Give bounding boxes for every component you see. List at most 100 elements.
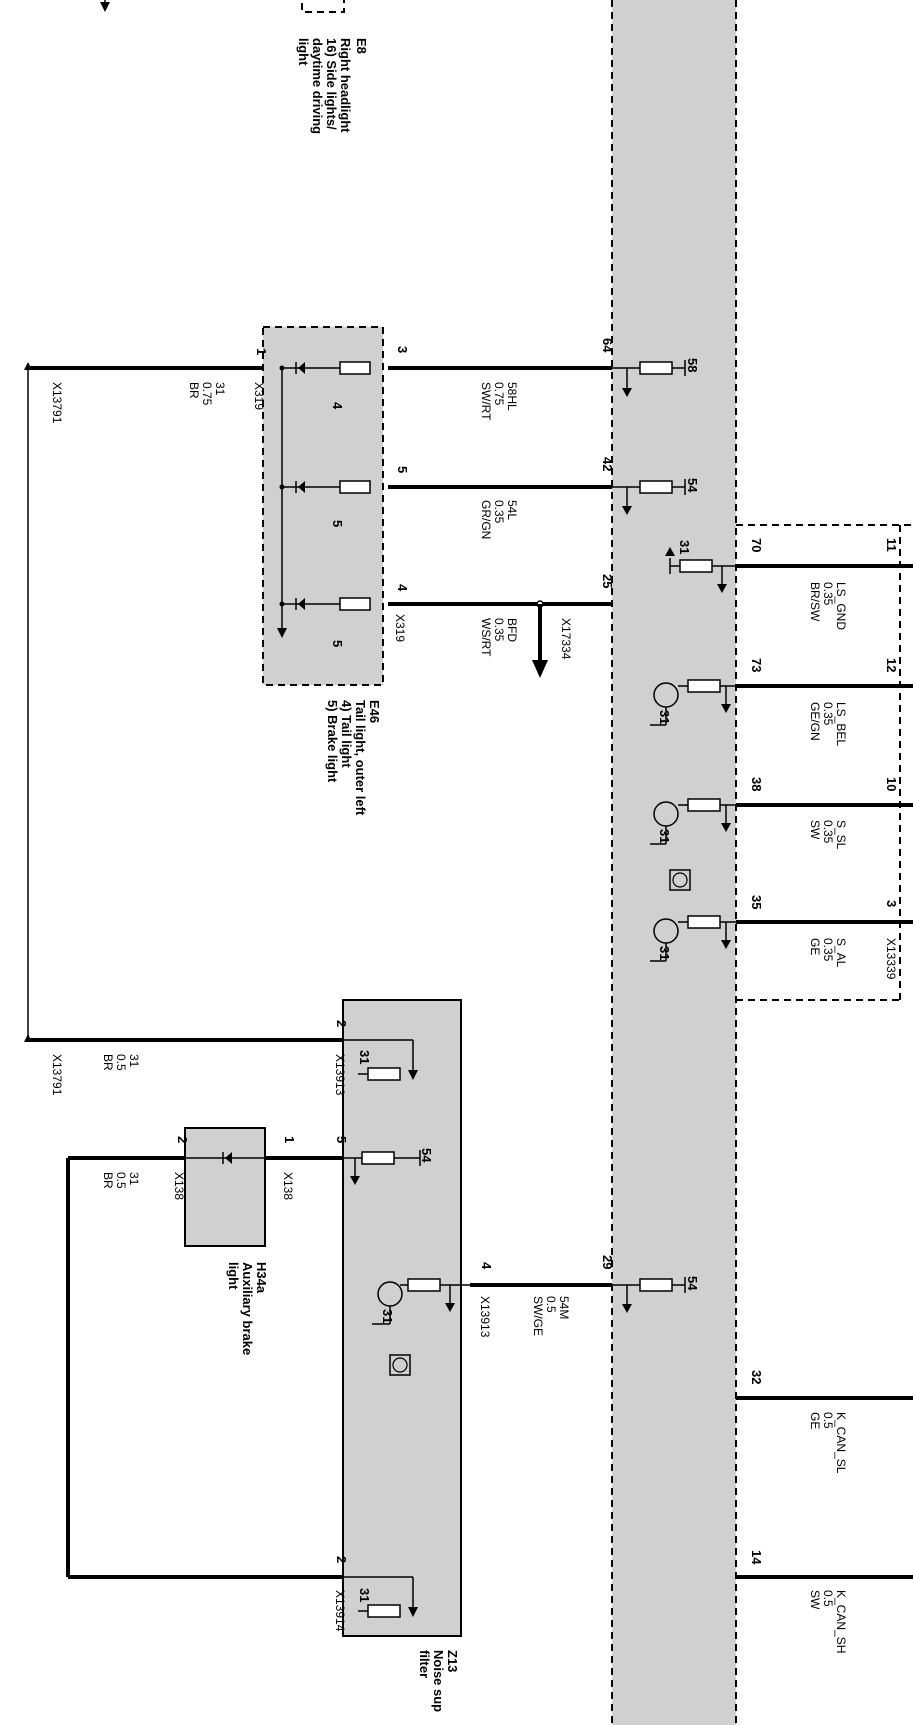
wire-31-075-size: 0.75 (200, 382, 214, 406)
pin-bus-14: 14 (749, 1550, 764, 1565)
pin-bus-42: 42 (600, 457, 615, 471)
module-e46: 4 5 5 E46 Tail light, outer left 4) Tail… (262, 326, 384, 816)
pin-bus-38: 38 (749, 777, 764, 791)
wire-kcan-sl-color: GE (808, 1412, 822, 1429)
module-h34a: H34a Auxiliary brake light (184, 1127, 269, 1355)
module-e8-desc-3: daytime driving (310, 38, 325, 134)
wire-s-al-color: GE (808, 938, 822, 955)
wire-31-05a-size: 0.5 (114, 1054, 128, 1071)
pin-x13339-3: 3 (884, 900, 899, 907)
wire-54m: 4 X13913 29 54M 0.5 SW/GE (470, 1255, 615, 1338)
wire-31-05b-size: 0.5 (114, 1172, 128, 1189)
term-31z3: 31 (357, 1588, 372, 1602)
bus-left-components: 58 54 54 (612, 358, 700, 1313)
wire-31-05a: 2 X13913 31 0.5 BR X13791 (24, 1020, 349, 1096)
pin-x13339-11: 11 (884, 538, 899, 552)
pin-bus-35: 35 (749, 895, 764, 909)
term-54a: 54 (685, 478, 700, 493)
wire-54l: 5 42 54L 0.35 GR/GN (388, 457, 615, 539)
wire-31-05b-signal: 31 (127, 1172, 141, 1186)
conn-x13791-a: X13791 (50, 382, 64, 424)
module-h34a-id: H34a (254, 1262, 269, 1294)
module-h34a-desc-2: light (226, 1262, 241, 1290)
term-54b: 54 (685, 1276, 700, 1291)
control-unit-band (611, 0, 913, 1725)
pin-bus-70: 70 (749, 538, 764, 552)
pin-e46-4: 4 (395, 584, 410, 592)
term-31b: 31 (657, 710, 672, 724)
wire-54l-color: GR/GN (479, 500, 493, 539)
wire-31-075-color: BR (187, 382, 201, 399)
wire-ls-bel-size: 0.35 (821, 702, 835, 726)
conn-x17334: X17334 (559, 618, 573, 660)
wire-31-075-signal: 31 (213, 382, 227, 396)
wire-kcan-sl-size: 0.5 (821, 1412, 835, 1429)
e46-lamp-5b: 5 (330, 640, 345, 647)
conn-x13914: X13914 (333, 1590, 347, 1632)
module-e46-id: E46 (367, 700, 382, 723)
pin-e46-5: 5 (395, 466, 410, 473)
pin-bus-29: 29 (600, 1255, 615, 1269)
wire-54l-size: 0.35 (492, 500, 506, 524)
module-e46-desc-3: 5) Brake light (325, 700, 340, 783)
pin-h34a-2: 2 (175, 1136, 190, 1143)
wire-54m-signal: 54M (557, 1296, 571, 1319)
conn-x13913-a: X13913 (333, 1054, 347, 1096)
wire-ls-gnd-signal: LS_GND (834, 582, 848, 630)
wire-ls-bel-color: GE/GN (808, 702, 822, 741)
wire-kcan-sh-size: 0.5 (821, 1590, 835, 1607)
term-54z: 54 (419, 1148, 434, 1163)
wire-s-sl-size: 0.35 (821, 820, 835, 844)
e46-lamp-5a: 5 (330, 520, 345, 527)
bus-right-components: 31 31 31 31 (650, 540, 913, 962)
module-z13-id: Z13 (445, 1650, 460, 1672)
pin-h34a-1: 1 (282, 1136, 297, 1143)
wire-58hl: 3 64 58HL 0.75 SW/RT (388, 338, 615, 421)
wire-s-al-signal: S_AL (834, 938, 848, 968)
term-58: 58 (685, 358, 700, 372)
wire-54m-color: SW/GE (531, 1296, 545, 1336)
conn-x319-a: X319 (252, 382, 266, 410)
module-z13-desc-2: filter (417, 1650, 432, 1678)
pin-e46-1: 1 (254, 348, 269, 355)
wire-kcan-sh-color: SW (808, 1590, 822, 1610)
term-31z2: 31 (380, 1309, 395, 1323)
term-31c: 31 (657, 829, 672, 843)
wire-58hl-color: SW/RT (479, 382, 493, 421)
wire-31-075: 1 X319 31 0.75 BR X13791 (24, 348, 269, 1040)
wire-s-sl-signal: S_SL (834, 820, 848, 850)
pin-bus-32: 32 (749, 1370, 764, 1384)
wire-ls-gnd-color: BR/SW (808, 582, 822, 622)
pin-z13-2b: 2 (334, 1556, 349, 1563)
module-e8-desc-1: Right headlight (338, 38, 353, 133)
pin-e46-3: 3 (395, 346, 410, 353)
conn-x138-a: X138 (281, 1172, 295, 1200)
right-wire-labels: 70 11 LS_GND 0.35 BR/SW 73 12 LS_BEL 0.3… (749, 538, 899, 980)
conn-x319-b: X319 (393, 614, 407, 642)
wire-54l-signal: 54L (505, 500, 519, 520)
wire-58hl-size: 0.75 (492, 382, 506, 406)
term-31a: 31 (677, 540, 692, 554)
term-31z1: 31 (357, 1050, 372, 1064)
module-z13-desc-1: Noise sup (431, 1650, 446, 1712)
pin-z13-5: 5 (334, 1136, 349, 1143)
wire-31-05b-color: BR (101, 1172, 115, 1189)
wire-k-can: 32 K_CAN_SL 0.5 GE 14 K_CAN_SH 0.5 SW (736, 1370, 913, 1653)
wire-kcan-sl-signal: K_CAN_SL (834, 1412, 848, 1474)
module-z13: 31 54 31 31 Z13 Noise sup filter (342, 999, 470, 1712)
pin-x13339-12: 12 (884, 658, 899, 672)
wire-ls-gnd-size: 0.35 (821, 582, 835, 606)
wire-s-sl-color: SW (808, 820, 822, 840)
conn-x138-b: X138 (172, 1172, 186, 1200)
pin-bus-73: 73 (749, 658, 764, 672)
conn-x13791-b: X13791 (50, 1054, 64, 1096)
term-31d: 31 (657, 946, 672, 960)
conn-x13339: X13339 (884, 938, 898, 980)
pin-bus-64: 64 (600, 338, 615, 353)
module-e8-desc-2: 16) Side lights/ (324, 38, 339, 130)
module-e46-desc-1: Tail light, outer left (353, 700, 368, 816)
module-h34a-desc-1: Auxiliary brake (240, 1262, 255, 1355)
module-e46-desc-2: 4) Tail light (339, 700, 354, 768)
module-e8-id: E8 (354, 38, 369, 54)
wire-ls-bel-signal: LS_BEL (834, 702, 848, 746)
